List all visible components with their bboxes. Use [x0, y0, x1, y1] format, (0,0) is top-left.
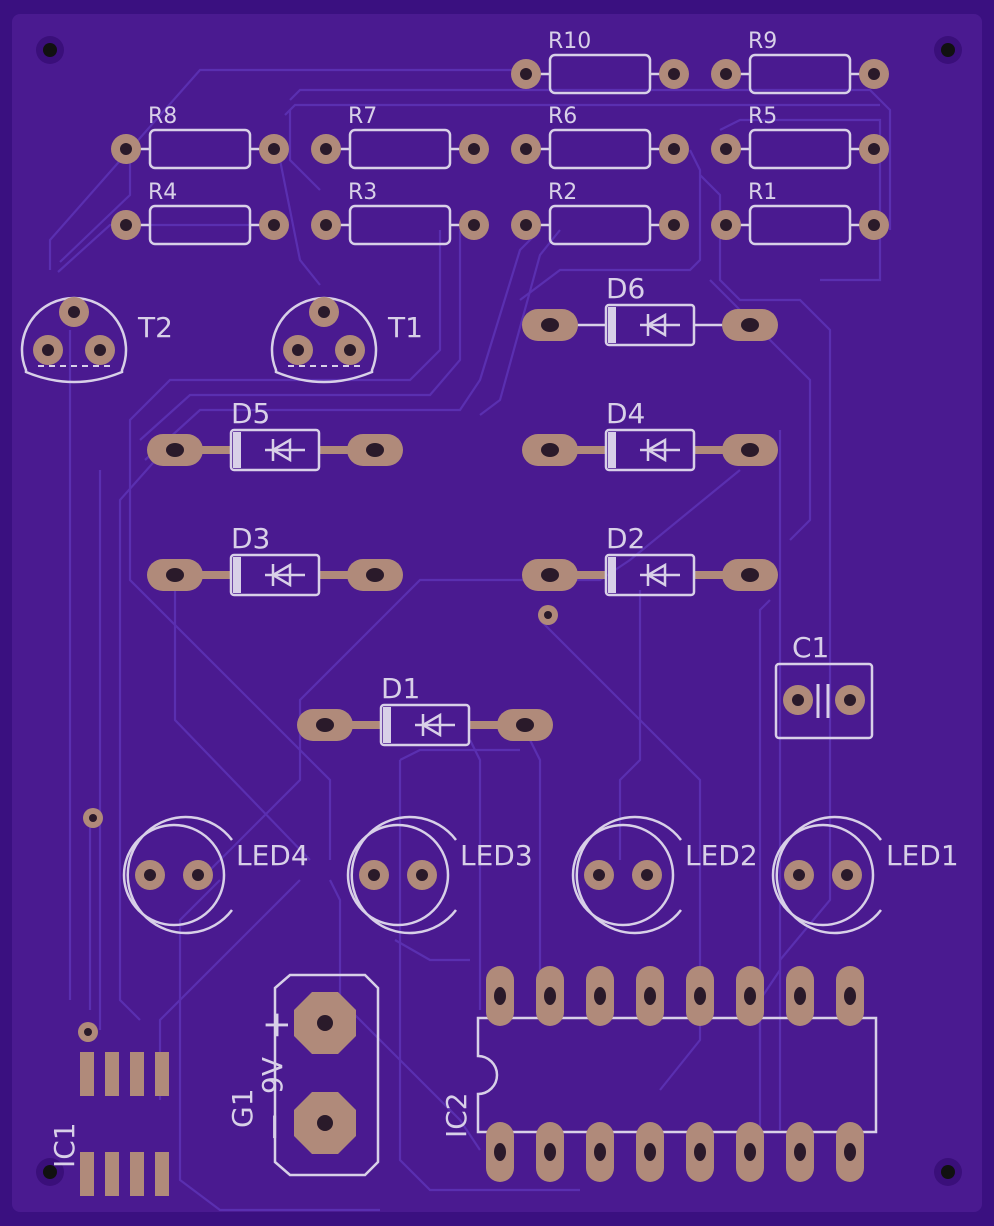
label-r7: R7: [348, 104, 377, 129]
label-r8: R8: [148, 104, 177, 129]
label-r4: R4: [148, 180, 177, 205]
label-d6: D6: [606, 272, 645, 305]
resistor-r3: R3: [311, 180, 489, 246]
ic2-pin-top-1-hole: [494, 987, 506, 1005]
label-d4: D4: [606, 397, 645, 430]
resistors: R10 R9 R8 R7: [111, 29, 889, 246]
label-ic1: IC1: [48, 1122, 81, 1168]
label-led4: LED4: [236, 839, 309, 872]
ic2-pin-bottom-3-hole: [594, 1143, 606, 1161]
led4: LED4: [122, 815, 309, 935]
label-r10: R10: [548, 29, 591, 54]
label-r3: R3: [348, 180, 377, 205]
ic2-pin-bottom-8-hole: [844, 1143, 856, 1161]
label-led1: LED1: [886, 839, 959, 872]
ic2-pin-bottom-1-hole: [494, 1143, 506, 1161]
transistor-t2: T2: [20, 296, 173, 384]
label-d3: D3: [231, 522, 270, 555]
label-g1: G1: [226, 1088, 259, 1128]
ic2-pin-bottom-7-hole: [794, 1143, 806, 1161]
ic2-pin-top-4-hole: [644, 987, 656, 1005]
diode-d3: D3: [147, 522, 403, 597]
mounting-holes: [36, 36, 962, 1186]
resistor-r7: R7: [311, 104, 489, 170]
ic2-pin-top-6-hole: [744, 987, 756, 1005]
vias: [78, 605, 558, 1042]
label-led3: LED3: [460, 839, 533, 872]
ic2-pin-top-8-hole: [844, 987, 856, 1005]
label-r6: R6: [548, 104, 577, 129]
ic2-pin-top-7-hole: [794, 987, 806, 1005]
label-r2: R2: [548, 180, 577, 205]
capacitor-c1: C1: [774, 631, 874, 740]
resistor-r10: R10: [511, 29, 689, 95]
label-plus: +: [256, 1010, 297, 1040]
diodes: D6 D5 D4: [147, 272, 778, 747]
led3: LED3: [346, 815, 533, 935]
label-r5: R5: [748, 104, 777, 129]
ic1-smd: IC1: [48, 1052, 169, 1196]
transistors: T2 T1: [20, 296, 423, 384]
resistor-r8: R8: [111, 104, 289, 170]
transistor-t1: T1: [270, 296, 423, 384]
label-minus: −: [254, 1112, 295, 1142]
diode-d4: D4: [522, 397, 778, 472]
label-c1: C1: [792, 631, 829, 664]
label-r1: R1: [748, 180, 777, 205]
label-led2: LED2: [685, 839, 758, 872]
resistor-r9: R9: [711, 29, 889, 95]
ic2-pin-bottom-5-hole: [694, 1143, 706, 1161]
ic2-pin-top-2-hole: [544, 987, 556, 1005]
resistor-r1: R1: [711, 180, 889, 246]
diode-d2: D2: [522, 522, 778, 597]
label-r9: R9: [748, 29, 777, 54]
led2: LED2: [571, 815, 758, 935]
resistor-r4: R4: [111, 180, 289, 246]
label-d2: D2: [606, 522, 645, 555]
diode-d1: D1: [297, 672, 553, 747]
label-d5: D5: [231, 397, 270, 430]
ic2-pin-bottom-2-hole: [544, 1143, 556, 1161]
ic2-pin-bottom-6-hole: [744, 1143, 756, 1161]
diode-d5: D5: [147, 397, 403, 472]
battery-g1: G1 9V + −: [226, 973, 380, 1177]
label-ic2: IC2: [440, 1092, 473, 1138]
resistor-r5: R5: [711, 104, 889, 170]
led1: LED1: [771, 815, 959, 935]
leds: LED4 LED3 LED2 LED1: [122, 815, 959, 935]
resistor-r2: R2: [511, 180, 689, 246]
resistor-r6: R6: [511, 104, 689, 170]
ic2-pin-top-3-hole: [594, 987, 606, 1005]
ic2-pin-bottom-4-hole: [644, 1143, 656, 1161]
ic2-pin-top-5-hole: [694, 987, 706, 1005]
label-t1: T1: [387, 311, 423, 344]
label-d1: D1: [381, 672, 420, 705]
ic2-dip16: IC2: [440, 966, 878, 1182]
label-t2: T2: [137, 311, 173, 344]
label-9v: 9V: [256, 1057, 289, 1094]
diode-d6: D6: [522, 272, 778, 347]
